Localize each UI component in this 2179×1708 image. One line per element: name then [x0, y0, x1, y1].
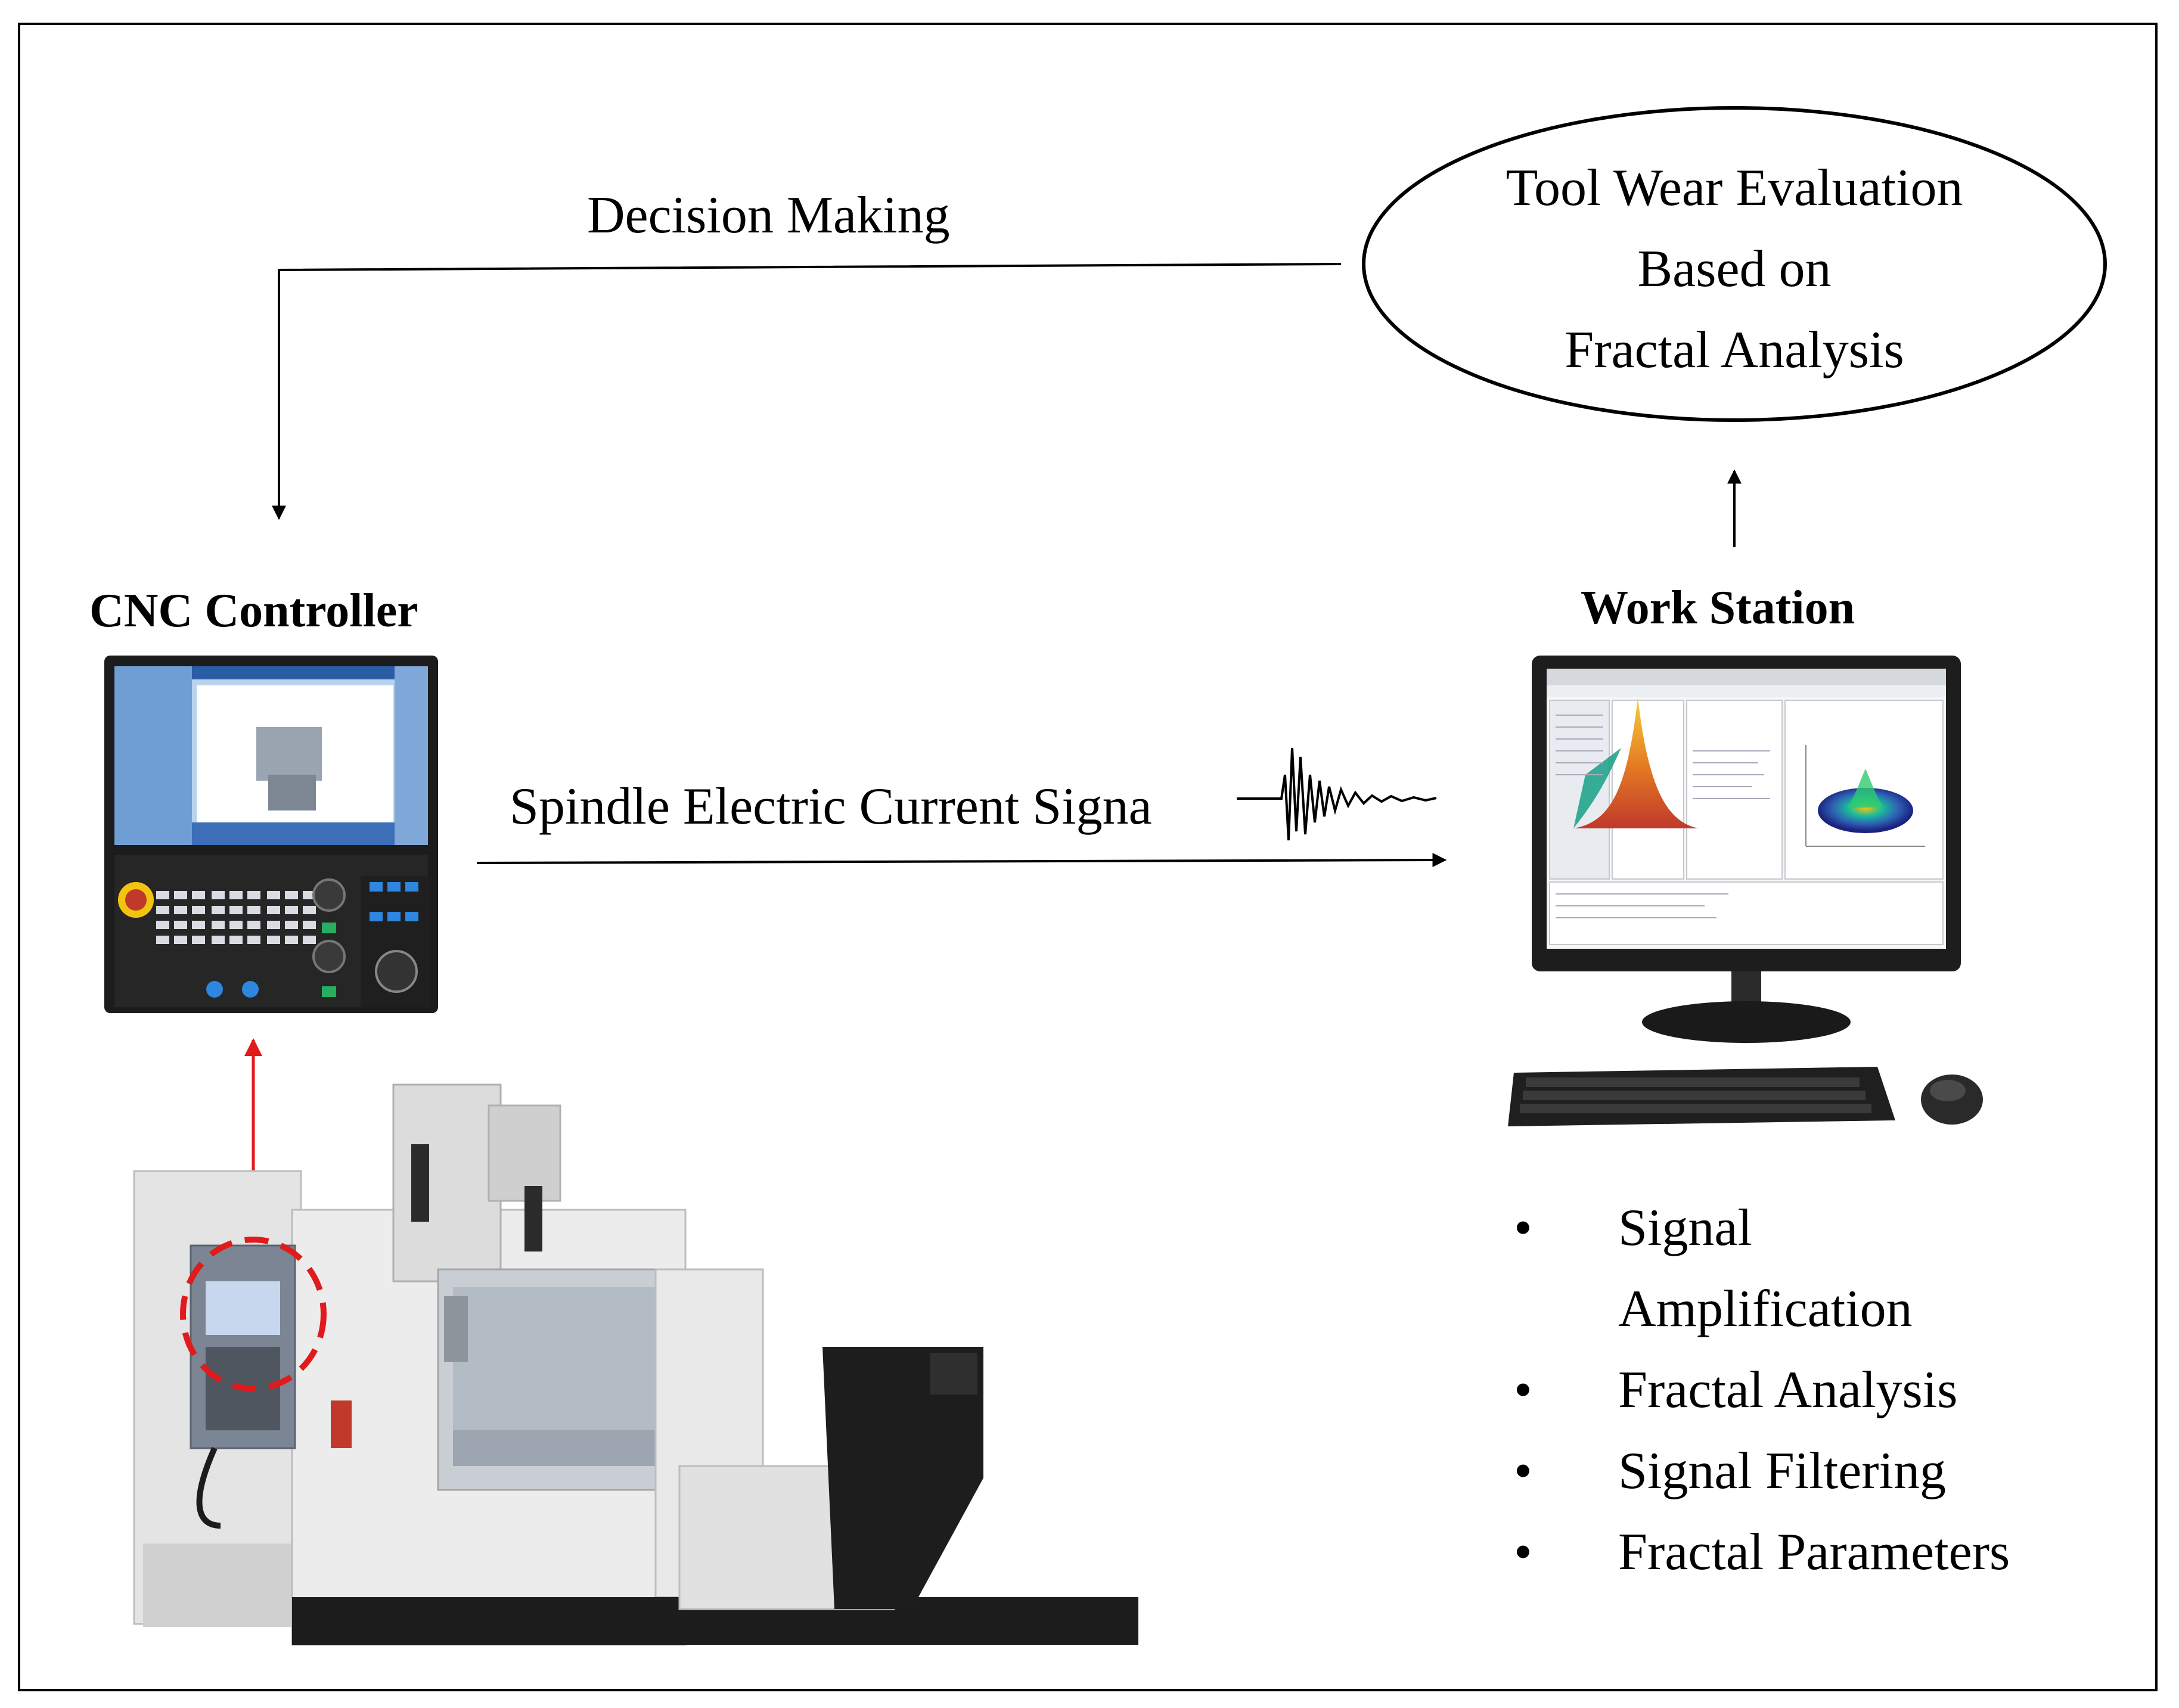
- decision-arrow: [272, 263, 1342, 520]
- cnc-controller-image: [104, 656, 438, 1013]
- signal-arrow: [476, 853, 1447, 868]
- list-item-text: Signal: [1618, 1199, 1752, 1257]
- cnc-controller-title: CNC Controller: [89, 585, 418, 637]
- figure-frame: [18, 23, 2158, 1691]
- workstation-title: Work Station: [1581, 582, 1855, 634]
- bullet-icon: •: [1514, 1442, 1532, 1500]
- evaluation-line-3: Fractal Analysis: [1565, 321, 1904, 379]
- list-item-text: Fractal Analysis: [1618, 1361, 1958, 1419]
- highlight-circle: [180, 1237, 327, 1392]
- list-item-text: Fractal Parameters: [1618, 1523, 2010, 1581]
- bullet-icon: •: [1514, 1199, 1532, 1257]
- list-item-text-continued: Amplification: [1618, 1280, 1913, 1338]
- evaluation-line-2: Based on: [1637, 240, 1832, 298]
- evaluation-ellipse: [1362, 106, 2107, 422]
- machining-center-image: [133, 1083, 1138, 1646]
- signal-label: Spindle Electric Current Signa: [510, 778, 1152, 836]
- decision-making-label: Decision Making: [587, 187, 950, 244]
- list-item-text: Signal Filtering: [1618, 1442, 1946, 1500]
- bullet-icon: •: [1514, 1361, 1532, 1419]
- signal-waveform: [1237, 747, 1437, 841]
- workstation-image: [1508, 656, 1983, 1126]
- evaluation-line-1: Tool Wear Evaluation: [1506, 159, 1963, 217]
- bullet-icon: •: [1514, 1523, 1532, 1581]
